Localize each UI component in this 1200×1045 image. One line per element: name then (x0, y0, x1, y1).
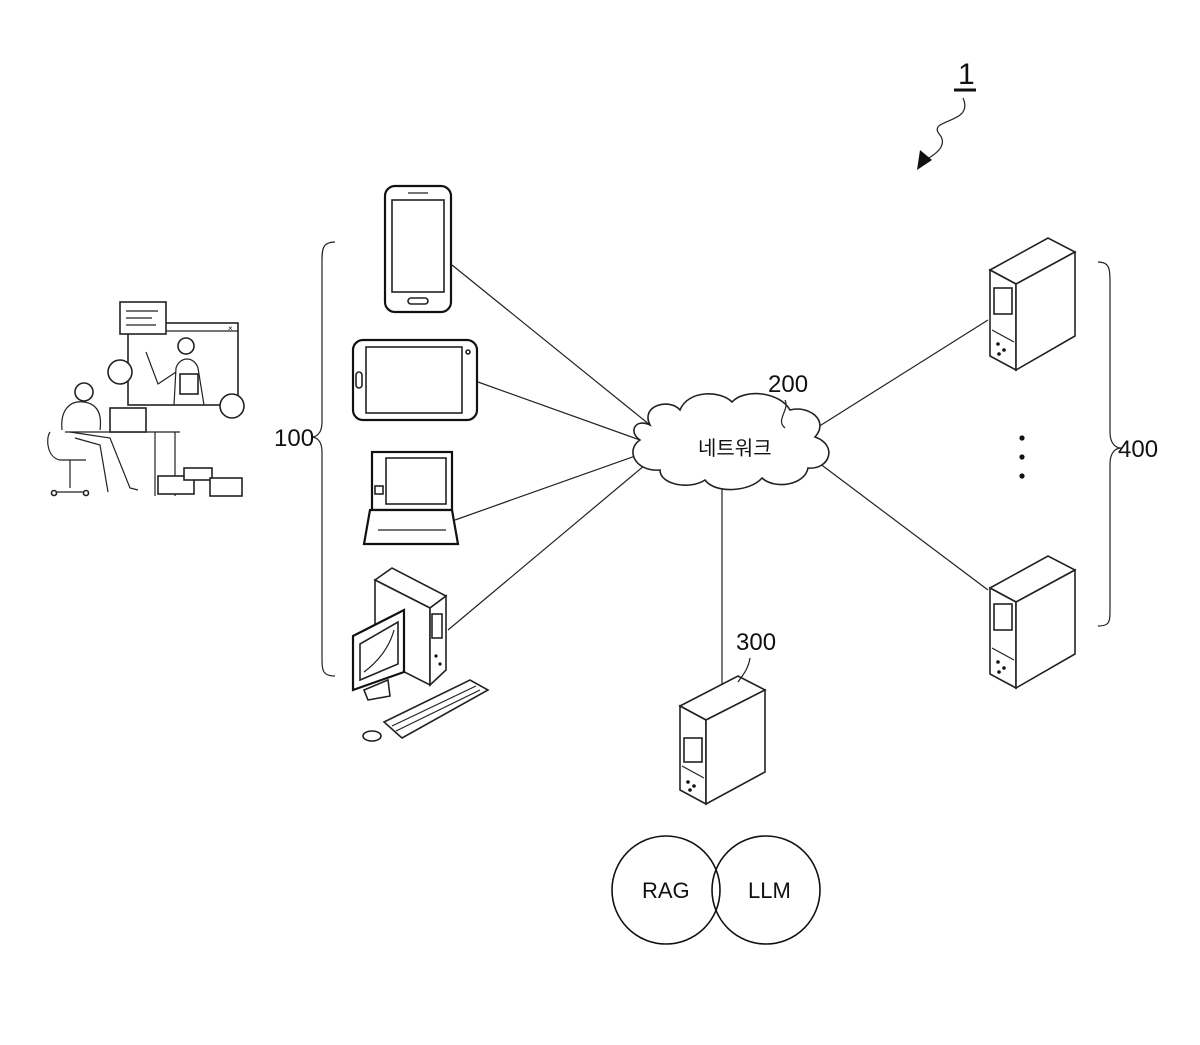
laptop-icon (364, 452, 458, 544)
tablet-icon (353, 340, 477, 420)
user-devices-label: 100 (274, 425, 314, 452)
network-cloud: 네트워크 200 (633, 371, 829, 490)
main-server-icon: 300 (680, 629, 776, 804)
desktop-computer-icon (353, 568, 488, 741)
main-server-label: 300 (736, 629, 776, 656)
rag-llm-venn: RAG LLM (612, 836, 820, 944)
smartphone-icon (385, 186, 451, 312)
ellipsis-dots (1019, 435, 1024, 478)
user-devices-group: 100 (274, 242, 335, 676)
venn-left-label: RAG (642, 878, 690, 903)
arrow-icon (917, 150, 932, 170)
network-name: 네트워크 (698, 437, 772, 460)
svg-text:×: × (228, 324, 233, 333)
venn-right-label: LLM (748, 878, 791, 903)
other-server-top-icon (990, 238, 1075, 370)
user-illustration: × (48, 302, 244, 496)
figure-number: 1 (958, 58, 975, 91)
figure-reference: 1 (917, 58, 976, 170)
network-ref-label: 200 (768, 371, 808, 398)
other-servers-label: 400 (1118, 436, 1158, 463)
other-server-bottom-icon (990, 556, 1075, 688)
